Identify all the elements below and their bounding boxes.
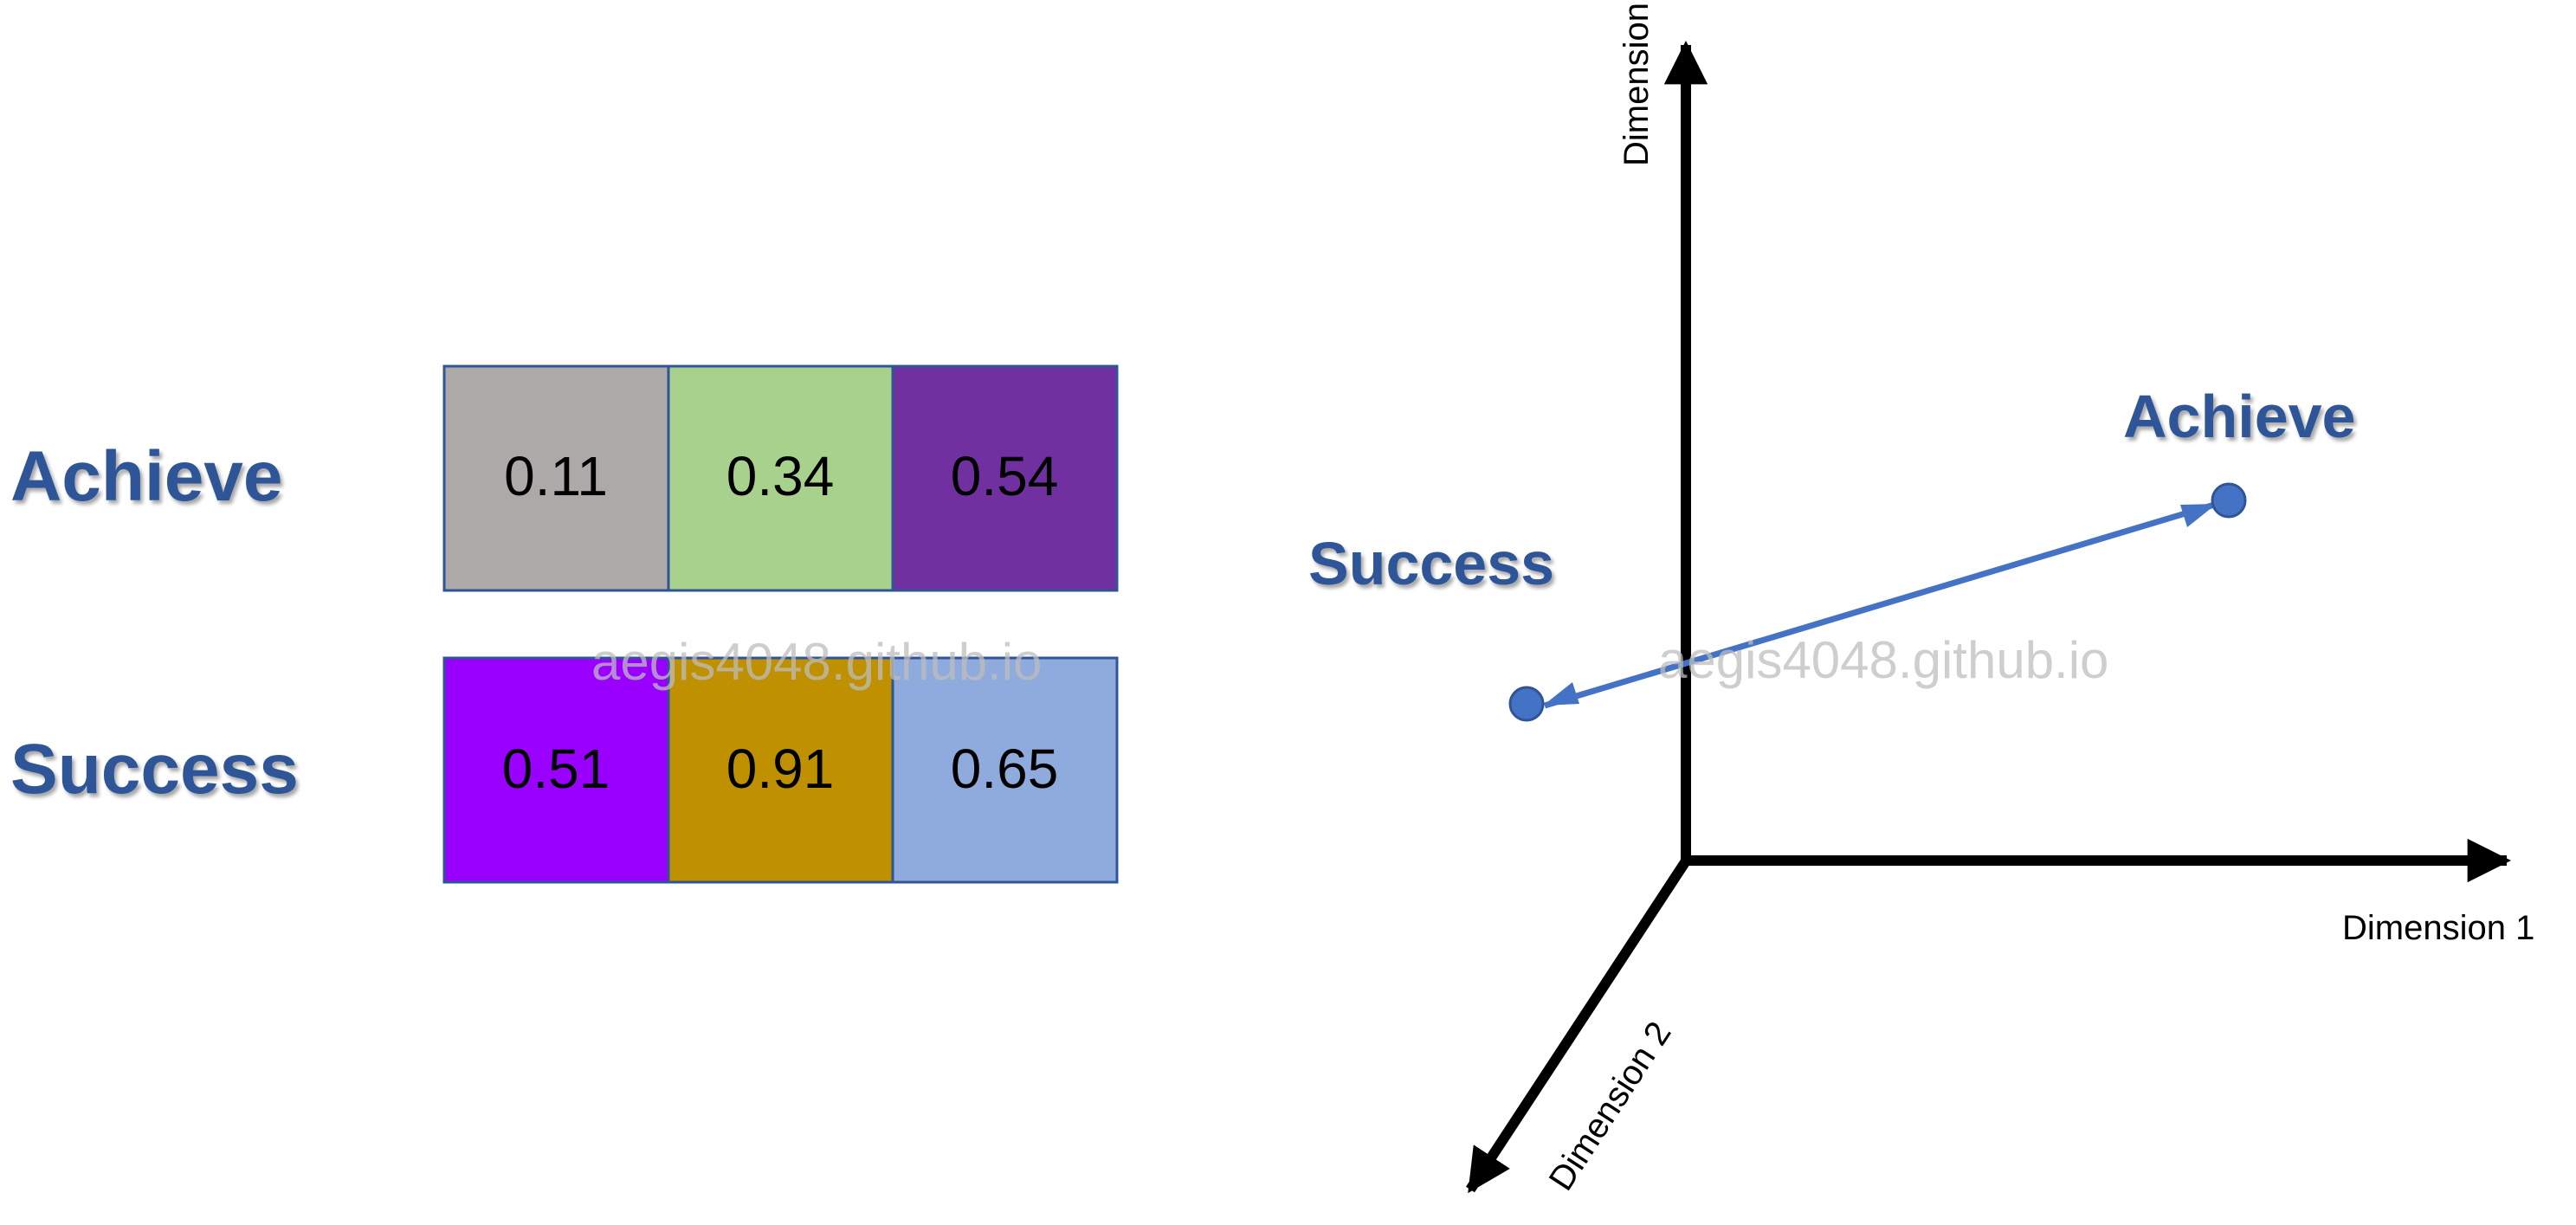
word-label-achieve: Achieve — [10, 437, 283, 516]
watermark-right: aegis4048.github.io — [1658, 631, 2108, 689]
point-success — [1508, 686, 1545, 722]
vector-line — [1543, 497, 2231, 709]
cell-achieve-2 — [667, 364, 894, 592]
plot-label-success: Success — [1308, 530, 1554, 597]
vector-table-achieve: Achieve 0.11 0.34 0.54 — [10, 364, 1119, 592]
word-label-success: Success — [10, 730, 299, 809]
axes-3d — [1465, 40, 2512, 1194]
arrowhead-to-achieve — [2180, 504, 2217, 527]
dimension-1-label: Dimension 1 — [2342, 909, 2534, 947]
cell-success-3 — [891, 656, 1119, 884]
cell-achieve-3 — [891, 364, 1119, 592]
cell-value-achieve-3: 0.54 — [951, 445, 1059, 507]
cell-success-2 — [667, 656, 894, 884]
cell-success-1 — [442, 656, 670, 884]
cell-value-achieve-1: 0.11 — [504, 445, 608, 507]
arrowhead-to-success — [1543, 682, 1579, 706]
cell-value-success-1: 0.51 — [502, 738, 610, 800]
watermark-left: aegis4048.github.io — [591, 633, 1042, 691]
cell-value-success-3: 0.65 — [951, 738, 1059, 800]
dimension-2-axis — [1465, 854, 1694, 1194]
point-achieve — [2211, 482, 2247, 519]
dimension-3-label: Dimension 3 — [1617, 0, 1656, 166]
vector-table-success: Success 0.51 0.91 0.65 — [10, 656, 1119, 884]
cell-achieve-1 — [442, 364, 670, 592]
cell-value-achieve-2: 0.34 — [726, 445, 835, 507]
plot-label-achieve: Achieve — [2123, 383, 2355, 450]
cell-value-success-2: 0.91 — [726, 738, 835, 800]
